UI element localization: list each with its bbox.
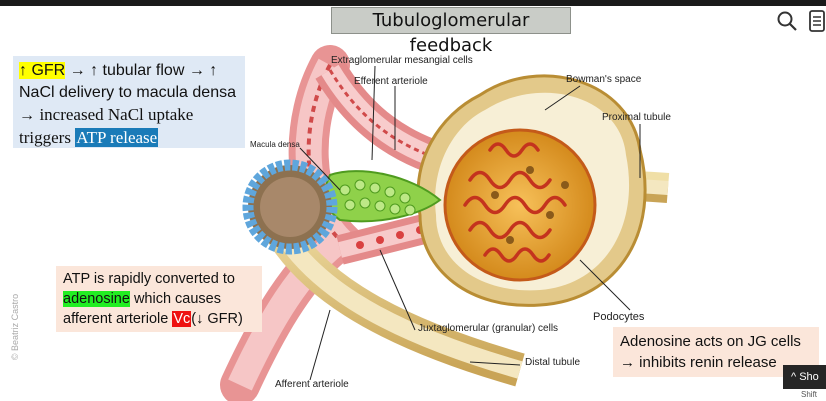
search-icon[interactable] (776, 10, 798, 32)
vc-highlight: Vc (172, 311, 192, 327)
label-juxtaglomerular-cells: Juxtaglomerular (granular) cells (418, 323, 559, 334)
label-macula-densa: Macula densa (250, 140, 300, 149)
box3-line-1: Adenosine acts on JG cells (620, 333, 801, 350)
box2-text-1: ATP is rapidly converted to (63, 271, 235, 287)
box1-text-2: increased NaCl uptake triggers (19, 105, 194, 147)
box3-line-2: → inhibits renin release (620, 354, 777, 371)
label-efferent-arteriole: Efferent arteriole (354, 76, 428, 87)
label-afferent-arteriole: Afferent arteriole (275, 379, 349, 390)
adenosine-highlight: adenosine (63, 291, 130, 307)
shortcut-hint: Shift (801, 390, 818, 399)
box1-text-1: → ↑ tubular flow → ↑ NaCl delivery to ma… (19, 62, 236, 124)
box2-text-2: which causes afferent arteriole (63, 291, 221, 327)
label-proximal-tubule: Proximal tubule (602, 112, 671, 123)
menu-icon[interactable] (808, 10, 826, 32)
box2-text-3: (↓ GFR) (191, 311, 243, 327)
label-extraglomerular: Extraglomerular mesangial cells (331, 55, 473, 66)
label-podocytes: Podocytes (593, 311, 645, 323)
image-credit: © Beatriz Castro (10, 293, 21, 361)
atp-conversion-box: ATP is rapidly converted to adenosine wh… (56, 266, 262, 332)
atp-release-highlight: ATP release (75, 128, 159, 147)
gfr-highlight: ↑ GFR (19, 62, 66, 79)
top-bar (0, 0, 826, 6)
slide-title: Tubuloglomerular feedback (331, 7, 571, 56)
gfr-explanation-box: ↑ GFR → ↑ tubular flow → ↑ NaCl delivery… (13, 56, 245, 148)
shortcut-button[interactable]: ^ Sho (783, 365, 826, 389)
label-bowmans-space: Bowman's space (566, 74, 642, 85)
label-distal-tubule: Distal tubule (525, 357, 581, 368)
glomerulus (443, 128, 597, 282)
